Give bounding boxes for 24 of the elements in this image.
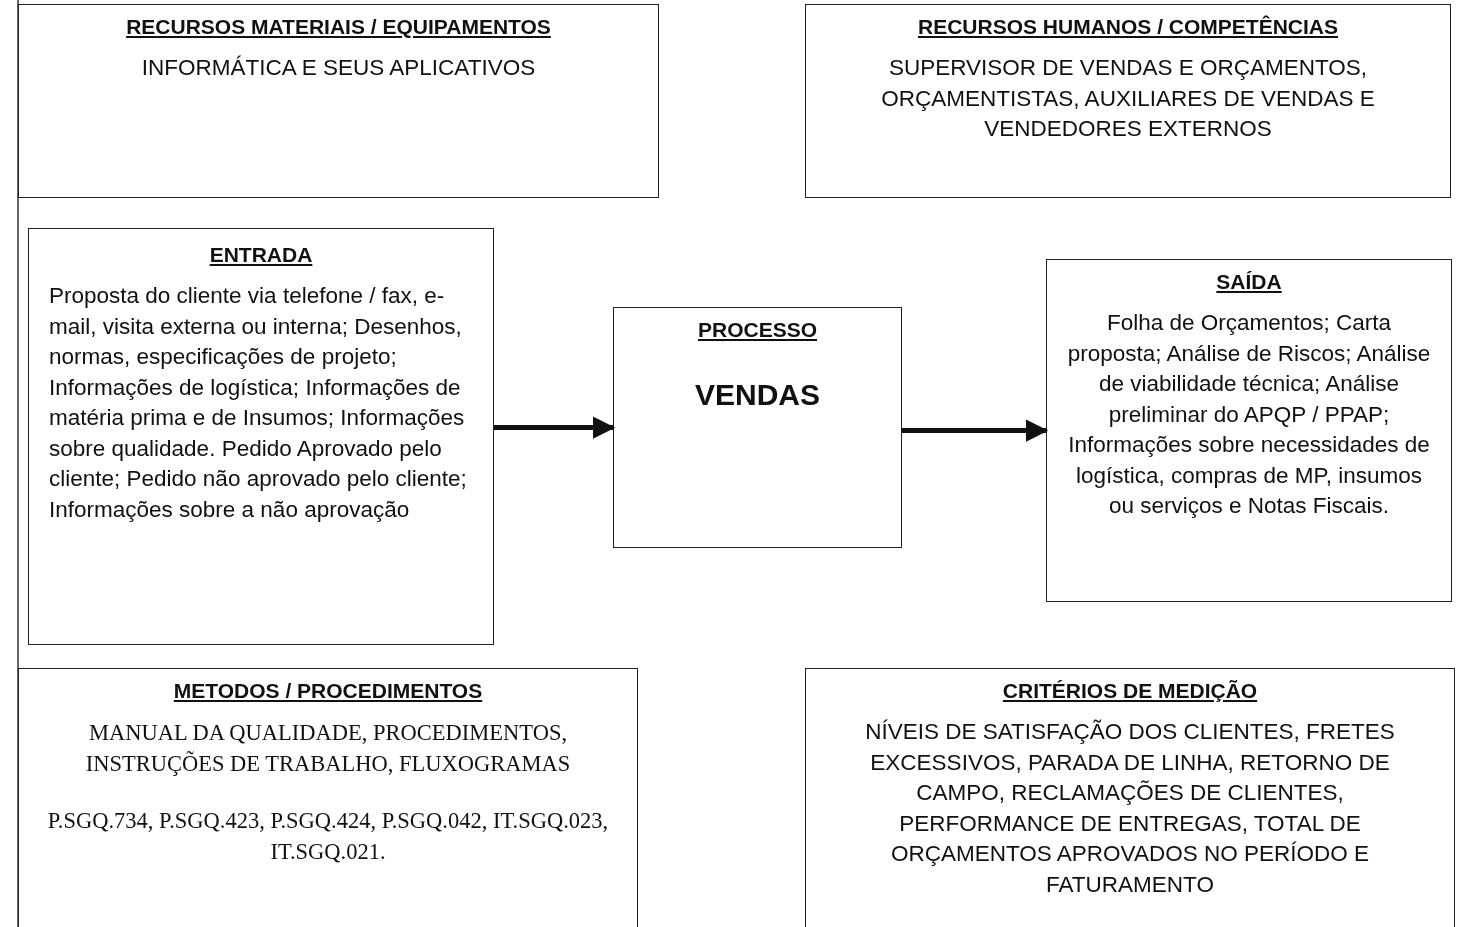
box-text: Folha de Orçamentos; Carta proposta; Análise de Riscos; Análise de viabilidade técnica; Análise preliminar do APQP / PPAP; Informações sobre necessidades de logística, compras de MP, insumos ou serviços e Notas Fiscais. xyxy=(1066,309,1432,520)
box-text: P.SGQ.734, P.SGQ.423, P.SGQ.424, P.SGQ.042, IT.SGQ.023, IT.SGQ.021. xyxy=(46,807,610,866)
arrow xyxy=(902,419,1049,442)
box-heading: SAÍDA xyxy=(1216,270,1282,294)
box-text: Proposta do cliente via telefone / fax, e-mail, visita externa ou interna; Desenhos, normas, especificações de projeto; Informações de logística; Informações de matéria prima e de Insumos; Informações sobre qualidade. Pedido Aprovado pelo cliente; Pedido não aprovado pelo cliente; Informações sobre a não aprovação xyxy=(49,282,468,524)
box-heading: CRITÉRIOS DE MEDIÇÃO xyxy=(1002,679,1258,703)
box-heading: ENTRADA xyxy=(209,243,313,267)
methods-box xyxy=(18,668,638,927)
box-heading: METODOS / PROCEDIMENTOS xyxy=(173,679,483,703)
box-text: SUPERVISOR DE VENDAS E ORÇAMENTOS, ORÇAMENTISTAS, AUXILIARES DE VENDAS E VENDEDORES EXTERNOS xyxy=(880,54,1376,143)
criteria-box xyxy=(805,668,1455,927)
box-heading: RECURSOS MATERIAIS / EQUIPAMENTOS xyxy=(126,15,551,39)
arrow xyxy=(494,416,616,439)
box-text: NÍVEIS DE SATISFAÇÃO DOS CLIENTES, FRETES EXCESSIVOS, PARADA DE LINHA, RETORNO DE CAMPO, RECLAMAÇÕES DE CLIENTES, PERFORMANCE DE ENTREGAS, TOTAL DE ORÇAMENTOS APROVADOS NO PERÍODO E FATURAMENTO xyxy=(864,718,1396,899)
resources-box xyxy=(805,4,1451,198)
box-heading: RECURSOS HUMANOS / COMPETÊNCIAS xyxy=(918,15,1338,39)
box-text: MANUAL DA QUALIDADE, PROCEDIMENTOS, INSTRUÇÕES DE TRABALHO, FLUXOGRAMAS xyxy=(84,719,572,778)
process-box xyxy=(613,307,902,548)
input-box xyxy=(28,228,494,645)
box-text: INFORMÁTICA E SEUS APLICATIVOS xyxy=(140,54,537,82)
box-text: VENDAS xyxy=(694,380,821,411)
resources-box xyxy=(18,4,659,198)
output-box xyxy=(1046,259,1452,602)
box-heading: PROCESSO xyxy=(698,318,817,342)
